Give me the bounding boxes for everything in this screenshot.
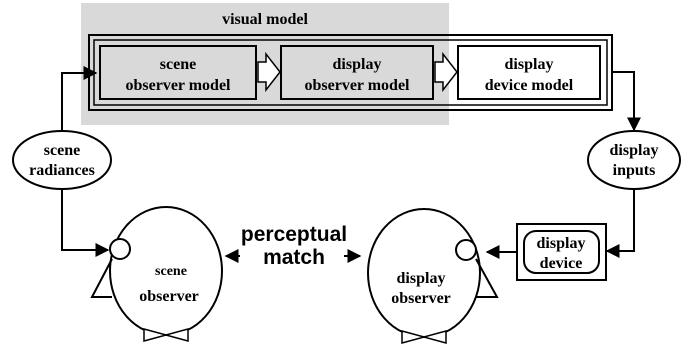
perceptual-match-label-1: perceptual [241,223,347,246]
hollow-arrow-1 [257,51,281,93]
scene-observer-label-1: scene [155,264,187,279]
scene-observer-model-label-1: scene [160,56,196,73]
scene-observer-label-2: observer [139,288,199,305]
arrow-radiances-to-model [61,66,98,131]
scene-radiances-label-1: scene [44,142,80,159]
display-device-model-box [457,45,601,100]
arrow-radiances-to-scene-observer [61,189,110,257]
display-observer-eye [455,239,477,261]
display-observer-label-1: display [397,270,446,287]
display-observer-bowtie [401,330,447,344]
display-observer-model-box [280,45,434,100]
display-device-label-2: device [540,255,583,272]
scene-observer-model-label-2: observer model [125,77,231,94]
scene-observer-bowtie [143,328,189,342]
scene-observer-nose [90,258,113,298]
scene-radiances-ellipse [12,130,112,190]
display-observer-model-label-2: observer model [304,77,410,94]
arrow-model-to-inputs [612,71,641,132]
scene-observer-model-box [99,45,257,100]
display-device-model-label-2: device model [485,77,574,94]
display-device-inner [523,230,600,274]
display-device-model-label-1: display [505,56,554,73]
display-observer-label-2: observer [391,290,451,307]
display-device-label-1: display [537,235,586,252]
display-inputs-label-1: display [610,142,659,159]
display-inputs-label-2: inputs [613,162,656,179]
visual-model-title: visual model [222,11,308,28]
scene-observer-eye [109,238,131,260]
arrow-inputs-to-device [605,189,635,258]
display-observer-figure [367,208,499,344]
display-inputs-ellipse [587,130,681,190]
scene-observer-figure [90,206,223,342]
display-observer-nose [475,258,499,298]
hollow-arrow-2 [434,51,458,93]
perceptual-match-label-2: match [263,246,325,269]
display-observer-model-label-1: display [333,56,382,73]
scene-radiances-label-2: radiances [29,162,95,179]
